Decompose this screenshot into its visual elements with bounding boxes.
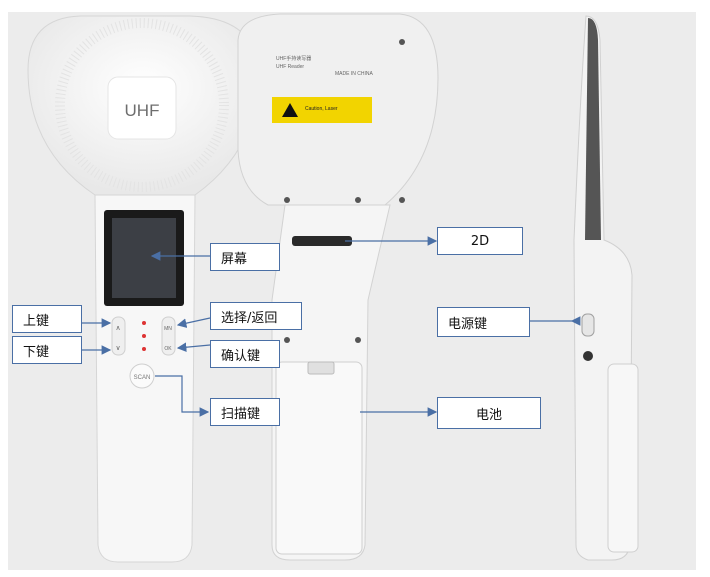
callout-select-back: 选择/返回	[210, 302, 302, 330]
side-grip-strip	[585, 18, 601, 240]
uhf-logo-box	[107, 76, 177, 140]
arrow-select-back	[176, 317, 211, 328]
scan-button	[129, 363, 155, 389]
power-button	[581, 313, 595, 337]
callout-power-key-text: 电源键	[448, 316, 488, 332]
callout-power-key: 电源键	[437, 307, 530, 337]
side-port	[583, 351, 593, 361]
sticker-made-in: MADE IN CHINA	[335, 71, 373, 77]
callout-up-key: 上键	[12, 305, 82, 333]
callout-scan-key: 扫描键	[210, 398, 280, 426]
callout-arrows	[82, 236, 581, 417]
uhf-logo: UHF	[125, 101, 160, 120]
indicator-led-1	[142, 321, 146, 325]
laser-warning-icon	[282, 103, 298, 117]
down-key-icon: ∨	[115, 345, 120, 352]
callout-confirm-key-text: 确认键	[221, 348, 261, 364]
ok-key-label: OK	[164, 346, 172, 352]
callout-select-back-text: 选择/返回	[221, 310, 278, 326]
screw	[355, 337, 361, 343]
front-screen	[112, 218, 176, 298]
battery-cover	[275, 361, 363, 555]
screw	[399, 39, 405, 45]
front-view: UHF ∧ ∨ MN OK SCAN	[27, 15, 259, 563]
screw	[284, 337, 290, 343]
side-view	[573, 15, 639, 561]
indicator-led-3	[142, 347, 146, 351]
indicator-led-2	[142, 334, 146, 338]
callout-2d-text: 2D	[470, 233, 490, 249]
up-key-icon: ∧	[115, 325, 120, 332]
sticker-header: UHF手持读写器	[276, 55, 311, 62]
callout-up-key-text: 上键	[23, 313, 50, 329]
callout-scan-key-text: 扫描键	[221, 406, 261, 422]
menu-ok-keys	[161, 316, 176, 356]
callout-down-key-text: 下键	[23, 344, 50, 360]
sticker-model: UHF Reader	[276, 64, 304, 70]
callout-screen-text: 屏幕	[221, 251, 248, 267]
callout-2d: 2D	[437, 227, 523, 255]
side-battery-profile	[607, 363, 639, 553]
arrow-confirm	[176, 342, 211, 352]
head-texture	[55, 18, 229, 192]
battery-latch	[307, 361, 335, 375]
screw	[284, 197, 290, 203]
screw	[355, 197, 361, 203]
screw	[399, 197, 405, 203]
up-down-keys	[111, 316, 126, 356]
arrow-scan	[155, 375, 210, 417]
callout-down-key: 下键	[12, 336, 82, 364]
scan-button-text: SCAN	[134, 375, 151, 381]
laser-caution-text: Caution, Laser	[305, 106, 338, 112]
menu-key-label: MN	[164, 326, 172, 332]
callout-confirm-key: 确认键	[210, 340, 280, 368]
2d-scan-window	[292, 236, 352, 246]
callout-battery: 电池	[437, 397, 541, 429]
callout-battery-text: 电池	[475, 407, 502, 423]
callout-screen: 屏幕	[210, 243, 280, 271]
back-view: UHF手持读写器 UHF Reader MADE IN CHINA Cautio…	[237, 13, 439, 561]
